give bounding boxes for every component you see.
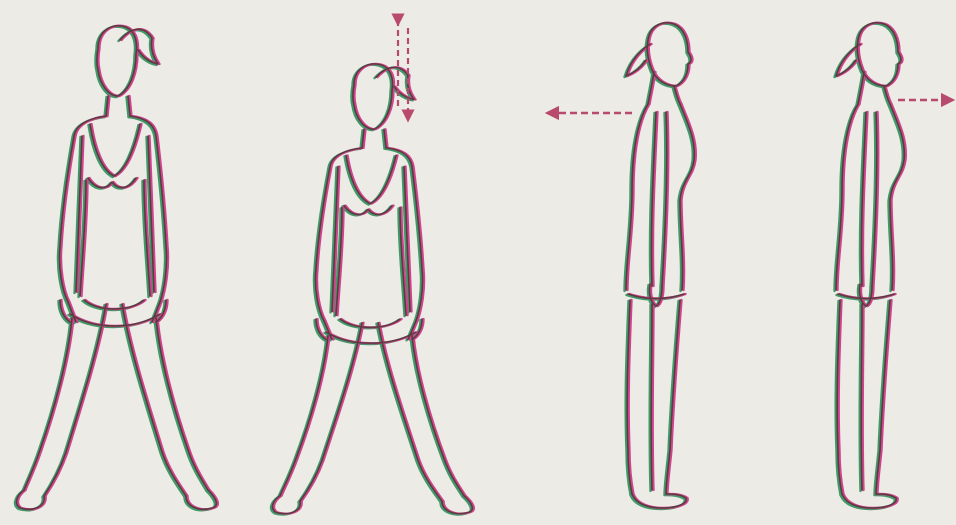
figure-shoulder-shrug [271, 64, 474, 515]
figure-side-backward [625, 23, 696, 509]
figure-side-forward [835, 23, 906, 509]
figure-front-standing [15, 26, 218, 511]
